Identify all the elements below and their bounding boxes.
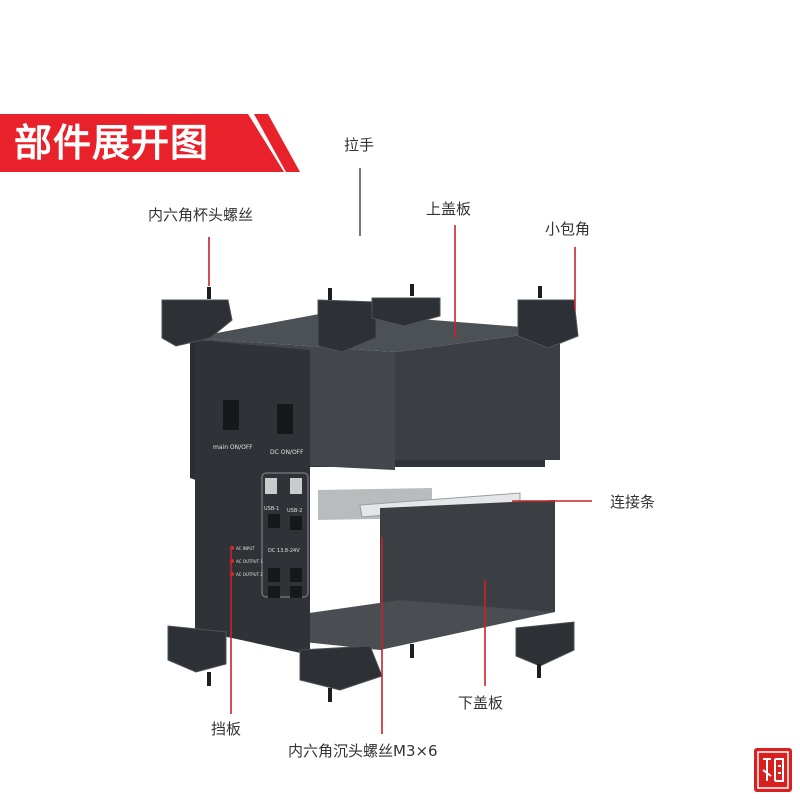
panel-usb2: USB-2 (287, 508, 303, 514)
front-baffle (195, 340, 310, 655)
handle (371, 297, 441, 327)
top-cover-right (395, 330, 560, 460)
brand-seal (754, 748, 792, 792)
panel-dc-range: DC 13.8-24V (268, 548, 300, 554)
label-small-corner: 小包角 (545, 220, 591, 238)
panel-ac-output2: AC OUTPUT 2 (236, 572, 263, 577)
label-top-cover: 上盖板 (426, 200, 472, 218)
label-cap-screw: 内六角杯头螺丝 (148, 206, 254, 224)
switch-cutout-dc (277, 404, 293, 434)
label-baffle: 挡板 (211, 720, 242, 738)
label-connector-bar: 连接条 (610, 493, 656, 511)
switch-cutout-main (223, 400, 239, 430)
corner-cap-bottom-left (167, 625, 227, 673)
label-bottom-cover: 下盖板 (458, 694, 504, 712)
page-title: 部件展开图 (14, 121, 210, 165)
label-handle: 拉手 (344, 136, 375, 154)
panel-ac-input: AC INPUT (236, 546, 255, 551)
panel-ac-output1: AC OUTPUT 1 (236, 559, 263, 564)
bottom-cover-right (380, 500, 555, 630)
title-banner (0, 114, 300, 172)
corner-cap-bottom-front (299, 645, 383, 691)
panel-main-switch: main ON/OFF (213, 444, 253, 451)
screws (207, 284, 542, 702)
label-countersunk-screw: 内六角沉头螺丝M3×6 (288, 742, 438, 760)
usb-panel-outline (261, 472, 309, 598)
corner-cap-bottom-right (515, 621, 575, 667)
panel-dc-switch: DC ON/OFF (270, 449, 304, 456)
corner-cap-top-mid (317, 299, 377, 353)
seal-stamp-icon (757, 751, 789, 789)
corner-cap-top-left (161, 299, 233, 347)
leader-lines (208, 225, 592, 734)
panel-usb1: USB-1 (264, 506, 280, 512)
corner-cap-top-right (517, 299, 579, 349)
